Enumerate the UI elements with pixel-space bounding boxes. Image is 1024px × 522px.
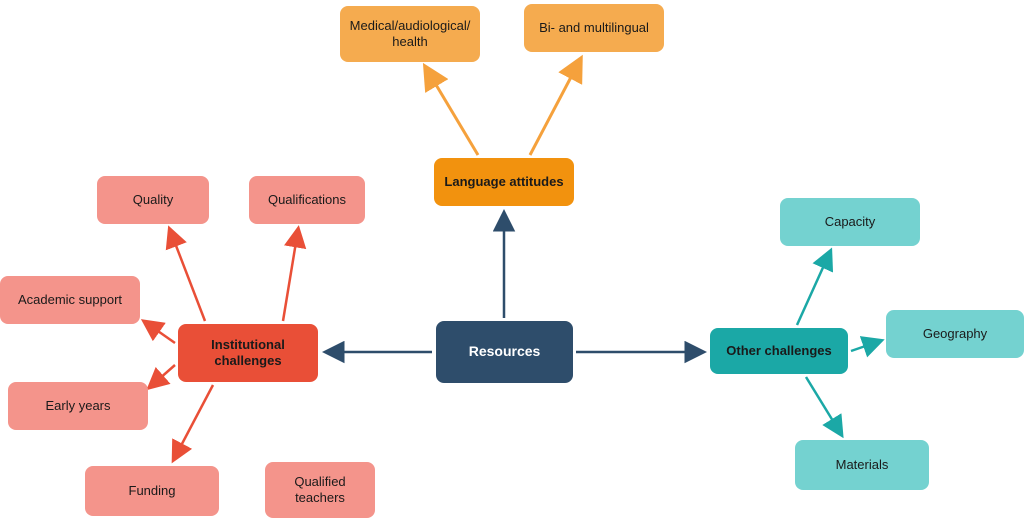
arrow-language-bilingual <box>528 54 583 156</box>
node-label: Other challenges <box>726 342 832 358</box>
node-label: Capacity <box>824 213 876 229</box>
node-label: Qualified teachers <box>294 473 346 505</box>
node-label: Qualifications <box>267 191 347 207</box>
node-early-years[interactable]: Early years <box>8 382 148 430</box>
node-bi-and-multilingual[interactable]: Bi- and multilingual <box>524 4 664 52</box>
node-geography[interactable]: Geography <box>886 310 1024 358</box>
node-academic-support[interactable]: Academic support <box>0 276 140 324</box>
node-institutional-challenges[interactable]: Institutional challenges <box>178 324 318 382</box>
node-label: Medical/audiological/health <box>349 17 471 49</box>
node-quality[interactable]: Quality <box>97 176 209 224</box>
node-label: Bi- and multilingual <box>539 19 649 35</box>
node-medical-audiological-health[interactable]: Medical/audiological/health <box>340 6 480 62</box>
arrow-institutional-funding <box>171 384 215 464</box>
arrow-institutional-academic-support <box>140 319 176 345</box>
arrow-other-geography <box>850 336 885 358</box>
node-label: Funding <box>128 482 176 498</box>
node-resources[interactable]: Resources <box>436 321 573 383</box>
node-label: Materials <box>835 456 889 472</box>
node-funding[interactable]: Funding <box>85 466 219 516</box>
arrow-other-capacity <box>795 247 834 326</box>
node-label: Institutional challenges <box>211 336 285 368</box>
node-label: Academic support <box>17 291 123 307</box>
node-label: Quality <box>132 191 174 207</box>
node-capacity[interactable]: Capacity <box>780 198 920 246</box>
arrow-institutional-quality <box>165 225 207 322</box>
node-materials[interactable]: Materials <box>795 440 929 490</box>
node-label: Early years <box>45 397 111 413</box>
node-qualifications[interactable]: Qualifications <box>249 176 365 224</box>
arrow-other-materials <box>804 376 844 439</box>
node-other-challenges[interactable]: Other challenges <box>710 328 848 374</box>
node-label: Geography <box>922 325 988 341</box>
node-language-attitudes[interactable]: Language attitudes <box>434 158 574 206</box>
arrow-institutional-early-years <box>146 364 176 391</box>
arrow-institutional-qualifications <box>281 225 307 322</box>
node-label: Resources <box>468 343 541 360</box>
arrow-language-medical <box>422 62 480 156</box>
node-qualified-teachers[interactable]: Qualified teachers <box>265 462 375 518</box>
node-label: Language attitudes <box>444 173 564 189</box>
